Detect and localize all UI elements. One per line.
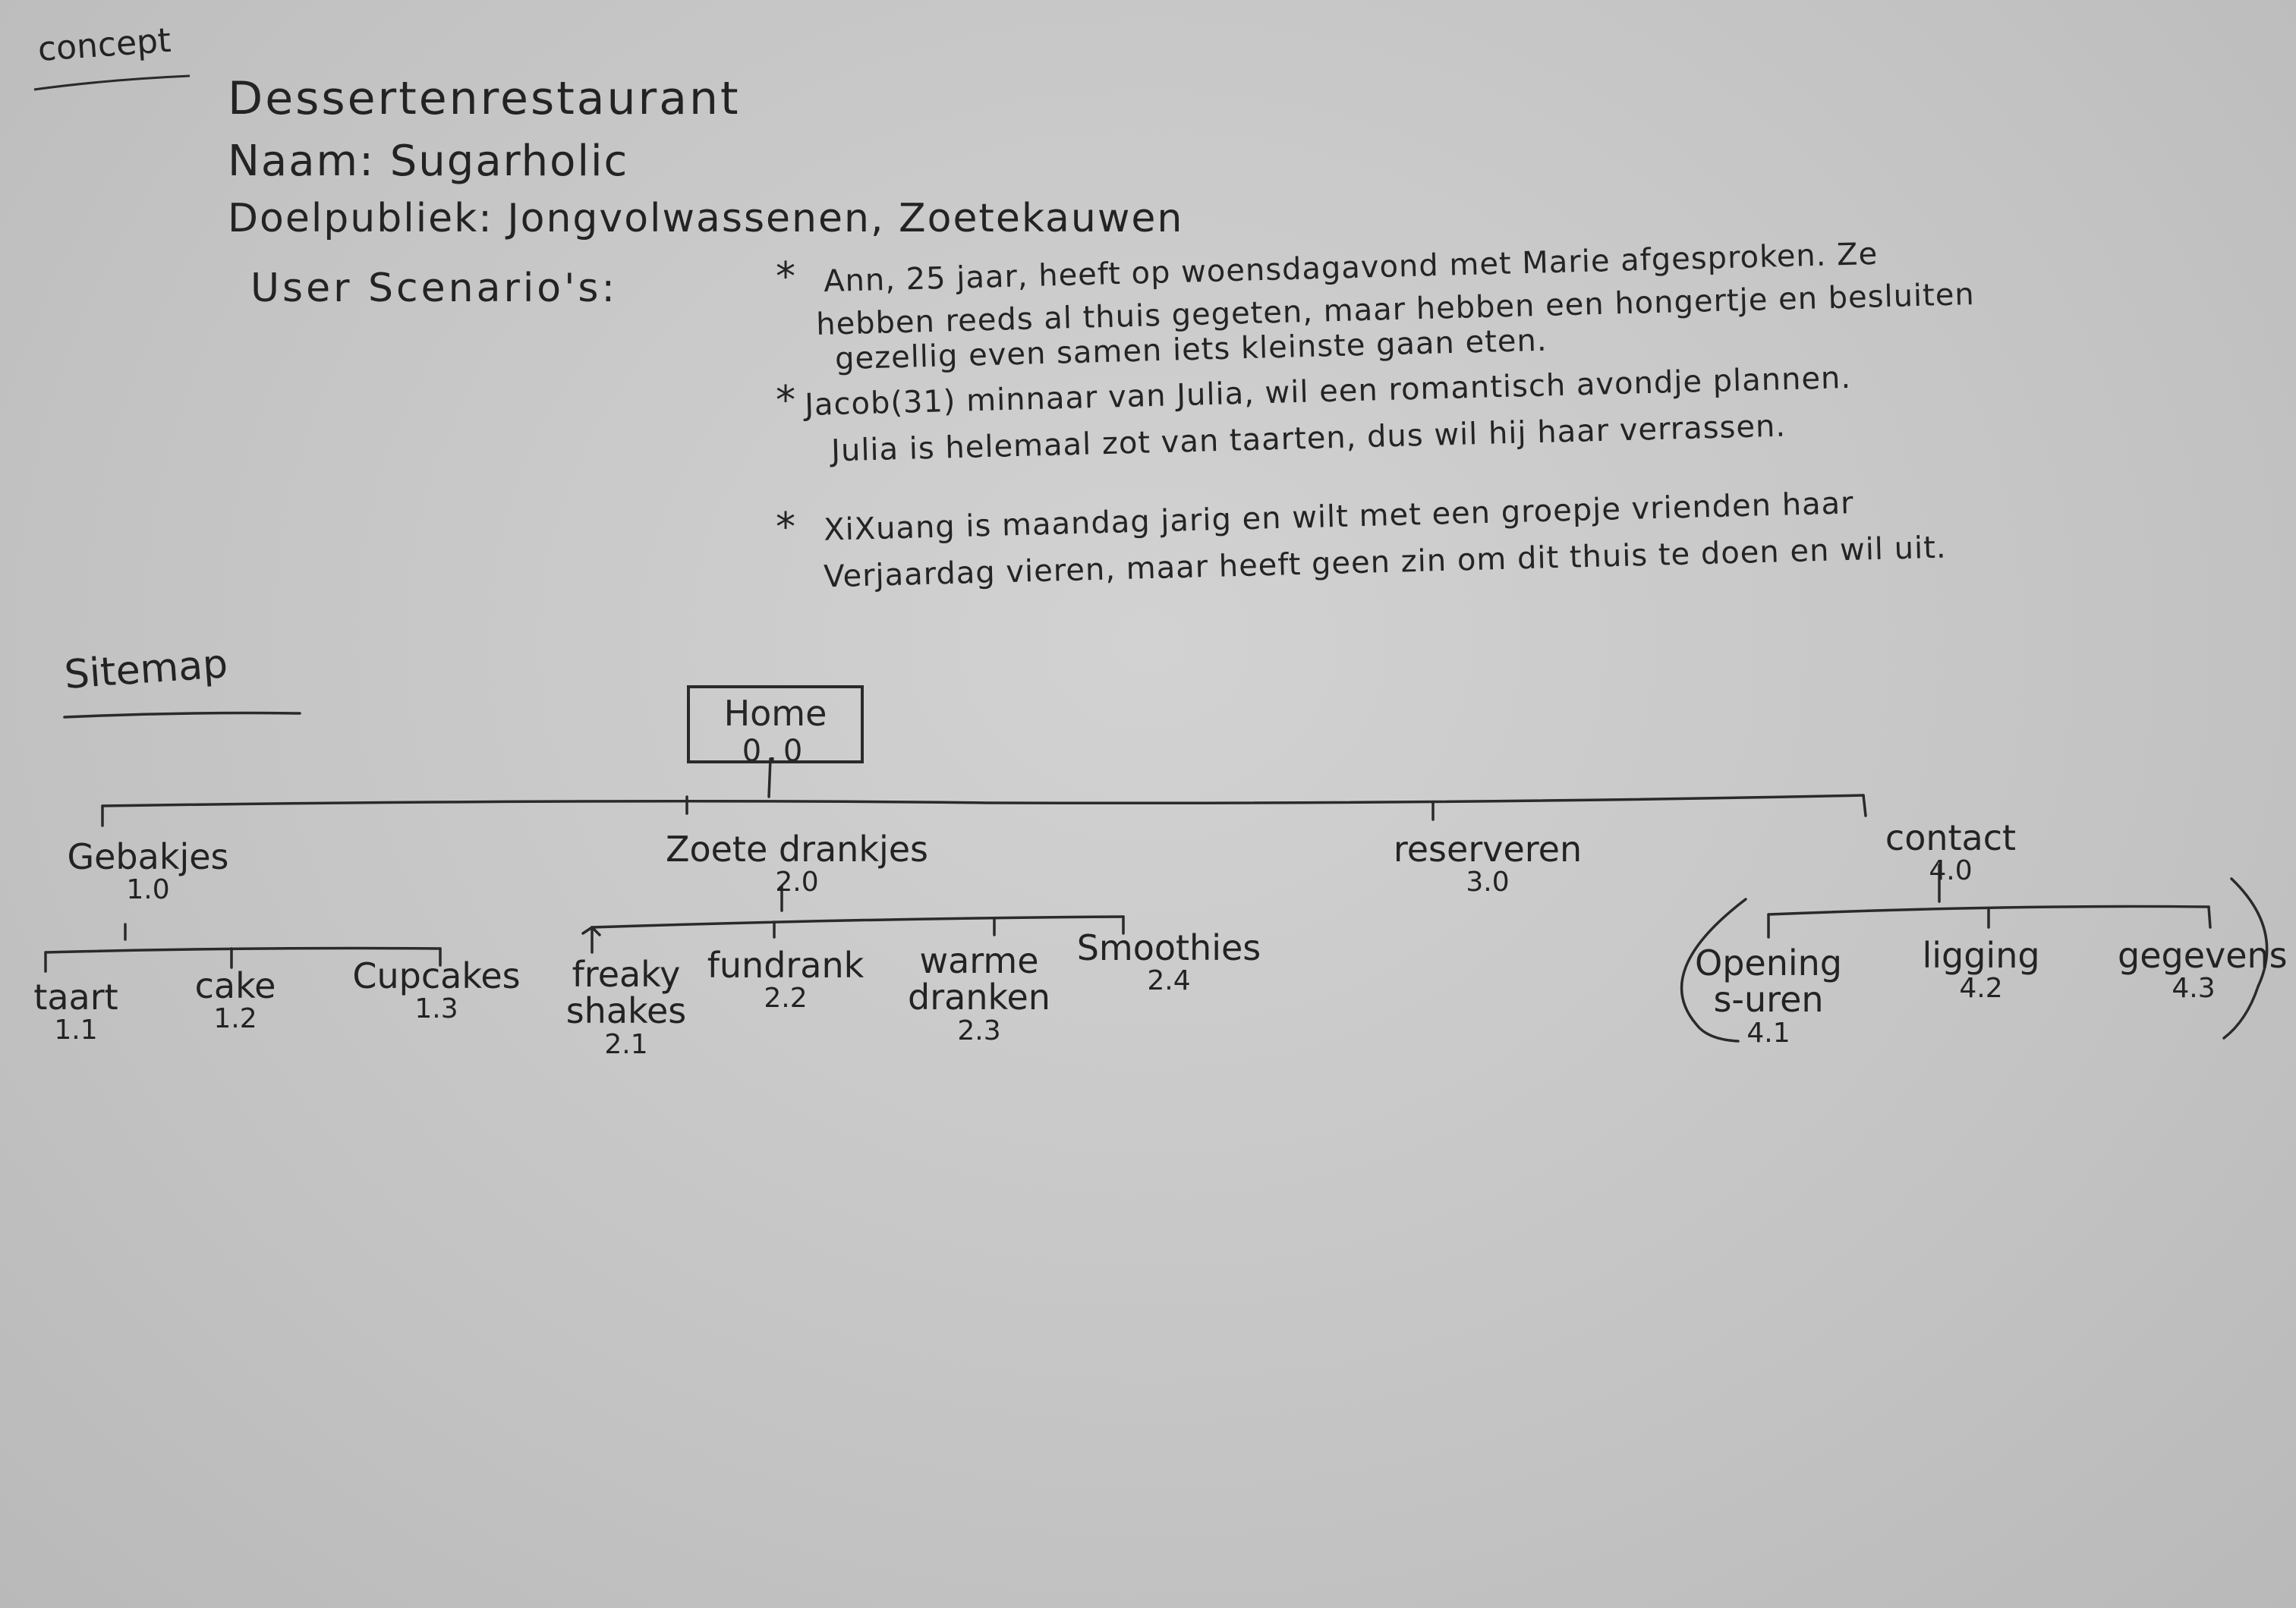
node-label: freaky shakes [565,954,687,1032]
node-number: 2.2 [764,983,808,1015]
node-home-label: Home [723,693,827,734]
node-gegevens: gegevens 4.3 [2118,935,2288,1005]
zoete-bar [591,915,1125,929]
home-connector [767,757,772,798]
drop-contact [1862,794,1867,817]
main-bar [101,794,1865,807]
user-scenarios-label: User Scenario's: [250,266,619,311]
node-taart: taart 1.1 [23,979,129,1046]
node-home-number: 0.0 [742,734,809,769]
node-cupcakes: Cupcakes 1.3 [349,958,524,1024]
node-number: 1.3 [414,993,458,1025]
node-label: Smoothies [1076,927,1261,968]
sitemap-underline [63,711,301,719]
node-freaky-shakes: freaky shakes 2.1 [543,956,710,1059]
node-number: 4.1 [1746,1017,1791,1049]
node-number: 2.4 [1147,965,1191,997]
node-number: 4.3 [2172,973,2216,1005]
project-title: Dessertenrestaurant [228,72,741,125]
bullet-asterisk: * [776,378,795,423]
node-number: 1.1 [54,1015,98,1046]
node-contact: contact 4.0 [1844,820,2057,886]
contact-bracket-left [1680,898,1747,1043]
node-label: reserveren [1393,829,1583,870]
node-label: Gebakjes [67,836,229,877]
node-label: gegevens [2118,935,2288,976]
node-label: ligging [1922,935,2040,976]
bullet-asterisk: * [776,254,795,300]
node-label: taart [33,977,118,1018]
node-reserveren: reserveren 3.0 [1374,831,1602,898]
node-label: Zoete drankjes [665,829,929,870]
node-number: 1.0 [126,874,170,906]
node-fundrank: fundrank 2.2 [702,947,869,1014]
node-openingsuren: Openings-uren 4.1 [1693,945,1844,1048]
node-label: cake [194,965,276,1006]
node-number: 4.0 [1929,855,1973,887]
node-gebakjes: Gebakjes 1.0 [53,839,243,905]
node-number: 2.0 [775,867,819,898]
node-number: 2.1 [604,1028,648,1060]
node-label: Cupcakes [352,955,521,996]
target-audience: Doelpubliek: Jongvolwassenen, Zoetekauwe… [228,196,1184,241]
node-warme-dranken: warme dranken 2.3 [896,942,1063,1046]
node-number: 2.3 [957,1015,1001,1046]
bullet-asterisk: * [776,505,795,550]
node-home: Home 0.0 [687,685,864,769]
node-label: warme dranken [908,940,1050,1018]
node-cake: cake 1.2 [182,968,288,1034]
contact-bracket-right [2222,877,2269,1040]
node-number: 4.2 [1959,973,2003,1005]
node-ligging: ligging 4.2 [1898,937,2065,1004]
node-zoete-drankjes: Zoete drankjes 2.0 [630,831,964,898]
node-label: Openings-uren [1695,942,1842,1021]
project-name: Naam: Sugarholic [228,137,629,186]
gebakjes-bar [44,946,442,954]
contact-bar [1767,905,2210,916]
node-label: contact [1885,817,2017,858]
node-label: fundrank [707,945,865,986]
node-smoothies: Smoothies 2.4 [1070,930,1268,996]
node-number: 3.0 [1466,867,1510,898]
node-number: 1.2 [213,1003,257,1035]
